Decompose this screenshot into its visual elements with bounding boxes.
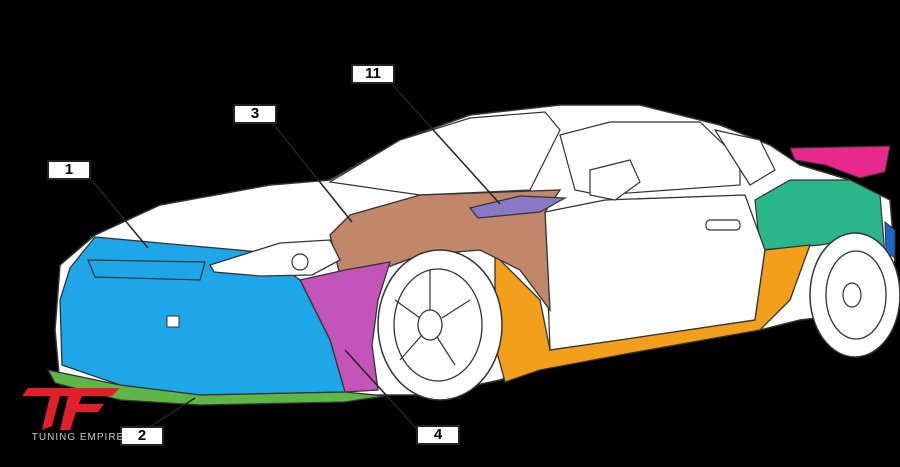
leader-3 <box>269 119 353 223</box>
side-skirt-rear-arch <box>494 244 811 383</box>
leader-11 <box>389 81 501 205</box>
callout-1: 1 <box>47 160 91 180</box>
front-wheel <box>377 249 503 401</box>
brand-name: TUNING EMPIRE <box>31 432 125 443</box>
rear-corner-blue <box>884 220 896 259</box>
te-logo-icon <box>22 388 120 430</box>
callout-4: 4 <box>416 425 460 445</box>
leader-4 <box>344 349 417 429</box>
side-mirror <box>589 159 641 201</box>
leader-2 <box>147 397 196 429</box>
callout-11: 11 <box>351 64 395 84</box>
headlight <box>209 239 341 277</box>
rear-window <box>713 129 776 186</box>
door-handle <box>705 219 741 231</box>
license-plate-mount <box>166 315 180 328</box>
callout-3: 3 <box>233 104 277 124</box>
rear-wing <box>789 145 891 179</box>
fender-vent <box>468 195 568 219</box>
grille <box>87 259 206 281</box>
tuning-empire-logo: TUNING EMPIRE <box>8 382 148 452</box>
rear-wheel <box>809 232 900 358</box>
callout-2: 2 <box>120 426 164 446</box>
leader-1 <box>89 177 149 249</box>
leader-lines <box>89 81 501 429</box>
